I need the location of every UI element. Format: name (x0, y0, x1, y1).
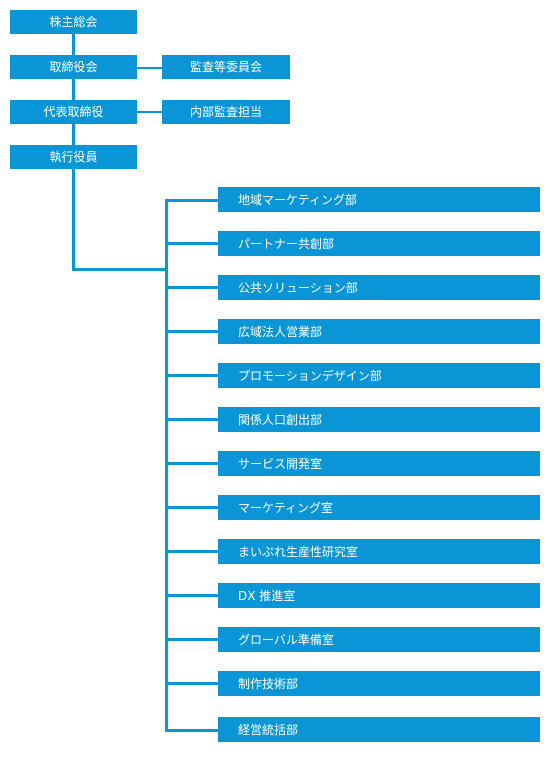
department-branch-5 (165, 374, 220, 377)
executive-officers-box: 執行役員 (10, 145, 137, 169)
department-branch-3 (165, 286, 220, 289)
shareholders-meeting-box: 株主総会 (10, 10, 137, 34)
connector-board-representative (72, 79, 75, 101)
department-box-10: DX 推進室 (218, 583, 540, 608)
department-box-13: 経営統括部 (218, 717, 540, 742)
department-box-3: 公共ソリューション部 (218, 275, 540, 300)
connector-shareholders-board (72, 34, 75, 56)
department-branch-13 (165, 729, 220, 732)
connector-representative-internal-audit (137, 111, 162, 113)
department-box-9: まいぷれ生産性研究室 (218, 539, 540, 564)
department-box-6: 関係人口創出部 (218, 407, 540, 432)
department-branch-10 (165, 594, 220, 597)
board-of-directors-box: 取締役会 (10, 55, 137, 79)
department-box-7: サービス開発室 (218, 451, 540, 476)
department-branch-7 (165, 462, 220, 465)
department-branch-4 (165, 330, 220, 333)
department-branch-11 (165, 638, 220, 641)
department-box-2: パートナー共創部 (218, 231, 540, 256)
connector-board-audit (137, 67, 162, 69)
department-box-5: プロモーションデザイン部 (218, 363, 540, 388)
department-branch-9 (165, 550, 220, 553)
department-branch-12 (165, 682, 220, 685)
department-branch-1 (165, 199, 220, 202)
representative-director-box: 代表取締役 (10, 100, 137, 124)
department-branch-8 (165, 506, 220, 509)
department-branch-6 (165, 418, 220, 421)
department-box-8: マーケティング室 (218, 495, 540, 520)
department-trunk-line (165, 199, 168, 732)
audit-committee-box: 監査等委員会 (162, 55, 290, 79)
department-box-1: 地域マーケティング部 (218, 187, 540, 212)
department-box-11: グローバル準備室 (218, 627, 540, 652)
department-box-12: 制作技術部 (218, 671, 540, 696)
department-branch-2 (165, 242, 220, 245)
connector-executive-branch (72, 169, 75, 270)
internal-audit-box: 内部監査担当 (162, 100, 290, 124)
connector-branch-horizontal (72, 268, 168, 271)
connector-representative-executive (72, 124, 75, 146)
department-box-4: 広域法人営業部 (218, 319, 540, 344)
